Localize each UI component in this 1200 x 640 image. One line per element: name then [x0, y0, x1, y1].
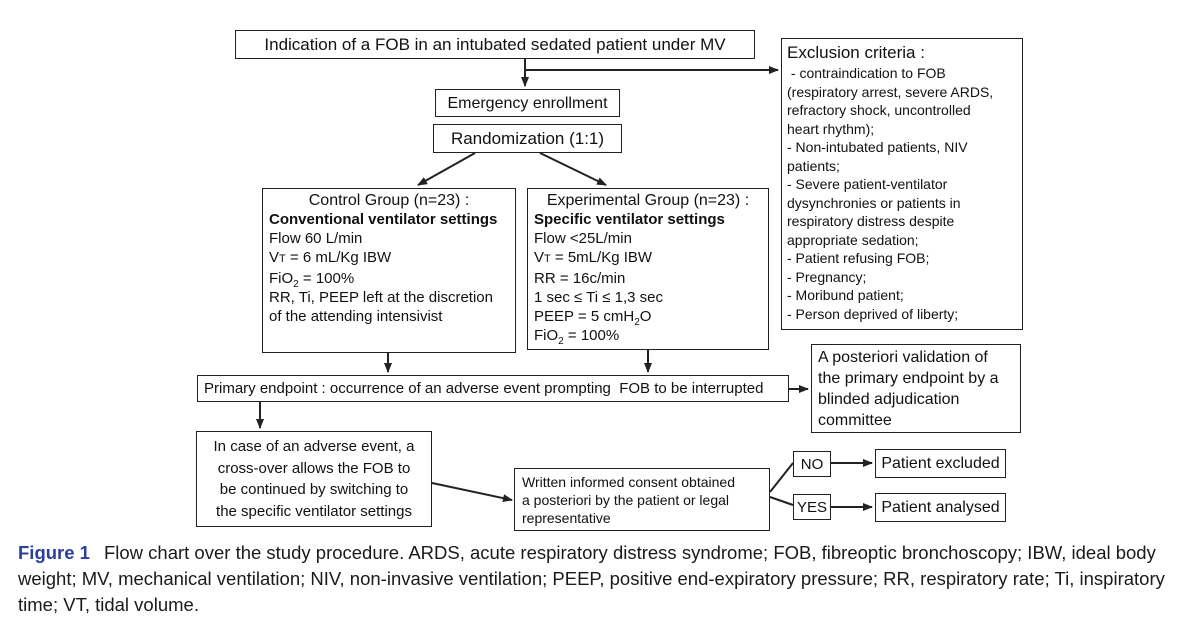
yes-box: YES — [793, 494, 831, 520]
control-line: RR, Ti, PEEP left at the discretion — [269, 289, 493, 306]
validation-line: committee — [818, 412, 892, 429]
arrow-adverse-to-consent — [431, 482, 513, 503]
no-text: NO — [800, 455, 824, 473]
exclusion-line: (respiratory arrest, severe ARDS, — [787, 83, 994, 100]
exclusion-line: - Non-intubated patients, NIV — [787, 139, 968, 155]
experimental-line: FiO2 = 100% — [534, 327, 620, 347]
indication-text: Indication of a FOB in an intubated seda… — [264, 34, 726, 54]
patient-analysed-text: Patient analysed — [881, 499, 1000, 516]
validation-line: A posteriori validation of — [818, 349, 988, 366]
exclusion-line: - Person deprived of liberty; — [787, 305, 959, 322]
patient-analysed-box: Patient analysed — [875, 493, 1006, 522]
patient-excluded-box: Patient excluded — [875, 449, 1006, 478]
experimental-line: Flow <25L/min — [534, 230, 632, 247]
primary-endpoint-text: Primary endpoint : occurrence of an adve… — [204, 380, 764, 397]
experimental-line: VT = 5mL/Kg IBW — [534, 249, 653, 266]
control-title: Control Group (n=23) : — [308, 192, 470, 209]
validation-line: blinded adjudication — [818, 391, 960, 408]
exclusion-line: - Moribund patient; — [787, 287, 904, 303]
experimental-title: Experimental Group (n=23) : — [546, 192, 750, 209]
arrow-to-experimental — [539, 152, 607, 186]
figure-label: Figure 1 — [18, 542, 90, 563]
adverse-event-box: In case of an adverse event, a cross-ove… — [196, 431, 432, 527]
exclusion-line: dysynchronies or patients in — [787, 194, 961, 211]
no-box: NO — [793, 451, 831, 477]
yes-text: YES — [796, 498, 827, 516]
indication-box: Indication of a FOB in an intubated seda… — [235, 30, 755, 59]
exclusion-criteria-box: Exclusion criteria : - contraindication … — [781, 38, 1023, 330]
arrow-to-control — [417, 152, 476, 186]
experimental-heading: Specific ventilator settings — [534, 211, 725, 228]
validation-line: the primary endpoint by a — [818, 370, 999, 387]
consent-line: representative — [522, 510, 611, 526]
adverse-line: be continued by switching to — [219, 481, 409, 498]
control-line: VT = 6 mL/Kg IBW — [269, 249, 392, 266]
adverse-line: cross-over allows the FOB to — [217, 459, 411, 477]
exclusion-line: refractory shock, uncontrolled — [787, 102, 971, 118]
emergency-box: Emergency enrollment — [435, 89, 620, 117]
exclusion-line: heart rhythm); — [787, 120, 875, 137]
exclusion-line: respiratory distress despite — [787, 213, 955, 229]
consent-line: Written informed consent obtained — [522, 474, 735, 490]
primary-endpoint-box: Primary endpoint : occurrence of an adve… — [197, 375, 789, 402]
experimental-line: 1 sec ≤ Ti ≤ 1,3 sec — [534, 289, 664, 306]
exclusion-title: Exclusion criteria : — [787, 43, 925, 62]
experimental-line: RR = 16c/min — [534, 270, 626, 287]
exclusion-line: - Severe patient-ventilator — [787, 176, 948, 192]
control-line: Flow 60 L/min — [269, 230, 363, 247]
consent-box: Written informed consent obtained a post… — [514, 468, 770, 531]
exclusion-line: appropriate sedation; — [787, 231, 919, 248]
control-line: FiO2 = 100% — [269, 270, 355, 290]
adverse-line: the specific ventilator settings — [216, 502, 412, 520]
control-line: of the attending intensivist — [269, 308, 443, 325]
experimental-group-box: Experimental Group (n=23) : Specific ven… — [527, 188, 769, 350]
line-consent-to-no — [769, 462, 794, 493]
exclusion-line: - Patient refusing FOB; — [787, 250, 930, 266]
consent-line: a posteriori by the patient or legal — [522, 492, 730, 508]
caption-text: Flow chart over the study procedure. ARD… — [18, 542, 1165, 615]
experimental-line: PEEP = 5 cmH2O — [534, 308, 652, 328]
adverse-line: In case of an adverse event, a — [213, 438, 415, 455]
control-group-box: Control Group (n=23) : Conventional vent… — [262, 188, 516, 353]
patient-excluded-text: Patient excluded — [881, 455, 1000, 472]
control-heading: Conventional ventilator settings — [269, 211, 498, 228]
line-consent-to-yes — [769, 496, 794, 506]
exclusion-line: - contraindication to FOB — [787, 65, 946, 81]
exclusion-line: - Pregnancy; — [787, 268, 867, 285]
exclusion-line: patients; — [787, 157, 840, 174]
emergency-text: Emergency enrollment — [447, 94, 608, 112]
validation-box: A posteriori validation of the primary e… — [811, 344, 1021, 433]
randomization-box: Randomization (1:1) — [433, 124, 622, 153]
randomization-text: Randomization (1:1) — [450, 128, 605, 148]
